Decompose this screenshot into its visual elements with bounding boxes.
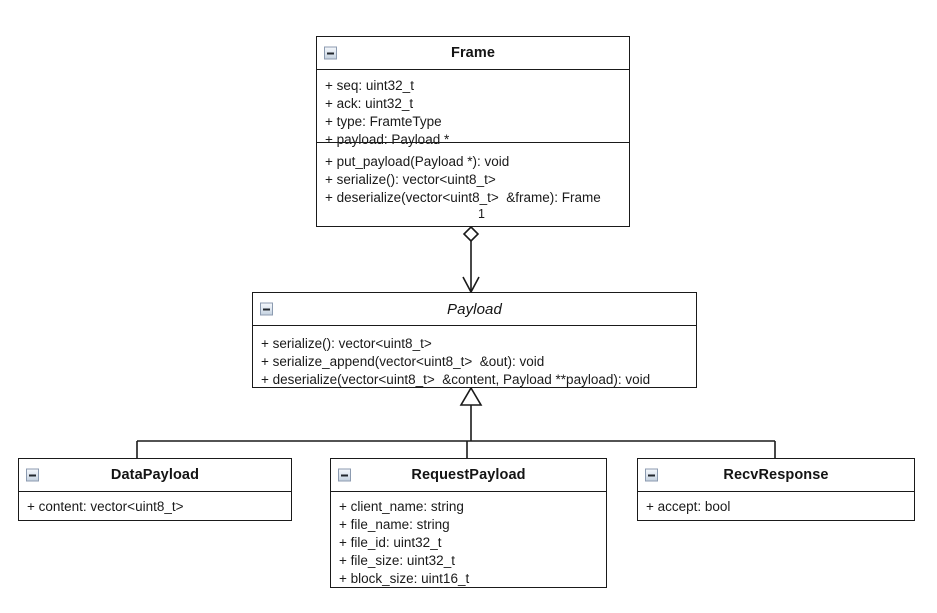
attributes-compartment-frame: + seq: uint32_t + ack: uint32_t + type: …: [317, 70, 629, 147]
class-title-requestpayload: RequestPayload: [411, 466, 526, 483]
class-header-requestpayload: RequestPayload: [331, 459, 606, 492]
minus-box-icon[interactable]: [26, 468, 39, 482]
class-box-recvresponse[interactable]: RecvResponse + accept: bool: [637, 458, 915, 521]
minus-box-icon[interactable]: [338, 468, 351, 482]
attribute-row: + client_name: string: [339, 499, 464, 514]
attribute-row: + ack: uint32_t: [325, 96, 414, 111]
aggregation-frame-payload: [462, 225, 480, 294]
operations-compartment-frame: + put_payload(Payload *): void + seriali…: [317, 142, 629, 214]
operation-row: + put_payload(Payload *): void: [325, 154, 510, 169]
class-title-recvresponse: RecvResponse: [723, 466, 829, 483]
class-title-datapayload: DataPayload: [110, 466, 200, 483]
minus-box-icon[interactable]: [324, 46, 337, 60]
class-header-frame: Frame: [317, 37, 629, 70]
attribute-row: + content: vector<uint8_t>: [27, 499, 184, 514]
attributes-compartment-recvresponse: + accept: bool: [638, 492, 914, 523]
operation-row: + deserialize(vector<uint8_t> &frame): F…: [325, 190, 601, 205]
multiplicity-label-frame-payload: 1: [478, 207, 485, 221]
attribute-row: + payload: Payload *: [325, 132, 450, 147]
class-header-payload: Payload: [253, 293, 696, 326]
generalization-tree: [136, 386, 776, 458]
minus-box-icon[interactable]: [645, 468, 658, 482]
operation-row: + serialize(): vector<uint8_t>: [261, 336, 432, 351]
class-box-datapayload[interactable]: DataPayload + content: vector<uint8_t>: [18, 458, 292, 521]
hollow-diamond-icon: [462, 225, 480, 243]
operation-row: + serialize_append(vector<uint8_t> &out)…: [261, 354, 545, 369]
class-box-requestpayload[interactable]: RequestPayload + client_name: string + f…: [330, 458, 607, 588]
operations-compartment-payload: + serialize(): vector<uint8_t> + seriali…: [253, 326, 696, 396]
operation-row: + deserialize(vector<uint8_t> &content, …: [261, 372, 651, 387]
class-title-frame: Frame: [450, 44, 496, 61]
class-box-frame[interactable]: Frame + seq: uint32_t + ack: uint32_t + …: [316, 36, 630, 227]
attribute-row: + accept: bool: [646, 499, 731, 514]
attribute-row: + type: FramteType: [325, 114, 442, 129]
class-title-payload: Payload: [447, 300, 502, 318]
attribute-row: + file_id: uint32_t: [339, 535, 442, 550]
operation-row: + serialize(): vector<uint8_t>: [325, 172, 496, 187]
attributes-compartment-datapayload: + content: vector<uint8_t>: [19, 492, 291, 523]
attribute-row: + block_size: uint16_t: [339, 571, 470, 586]
minus-box-icon[interactable]: [260, 302, 273, 316]
attribute-row: + seq: uint32_t: [325, 78, 414, 93]
attributes-compartment-requestpayload: + client_name: string + file_name: strin…: [331, 492, 606, 595]
attribute-row: + file_size: uint32_t: [339, 553, 455, 568]
attribute-row: + file_name: string: [339, 517, 450, 532]
class-header-recvresponse: RecvResponse: [638, 459, 914, 492]
class-header-datapayload: DataPayload: [19, 459, 291, 492]
class-box-payload[interactable]: Payload + serialize(): vector<uint8_t> +…: [252, 292, 697, 388]
